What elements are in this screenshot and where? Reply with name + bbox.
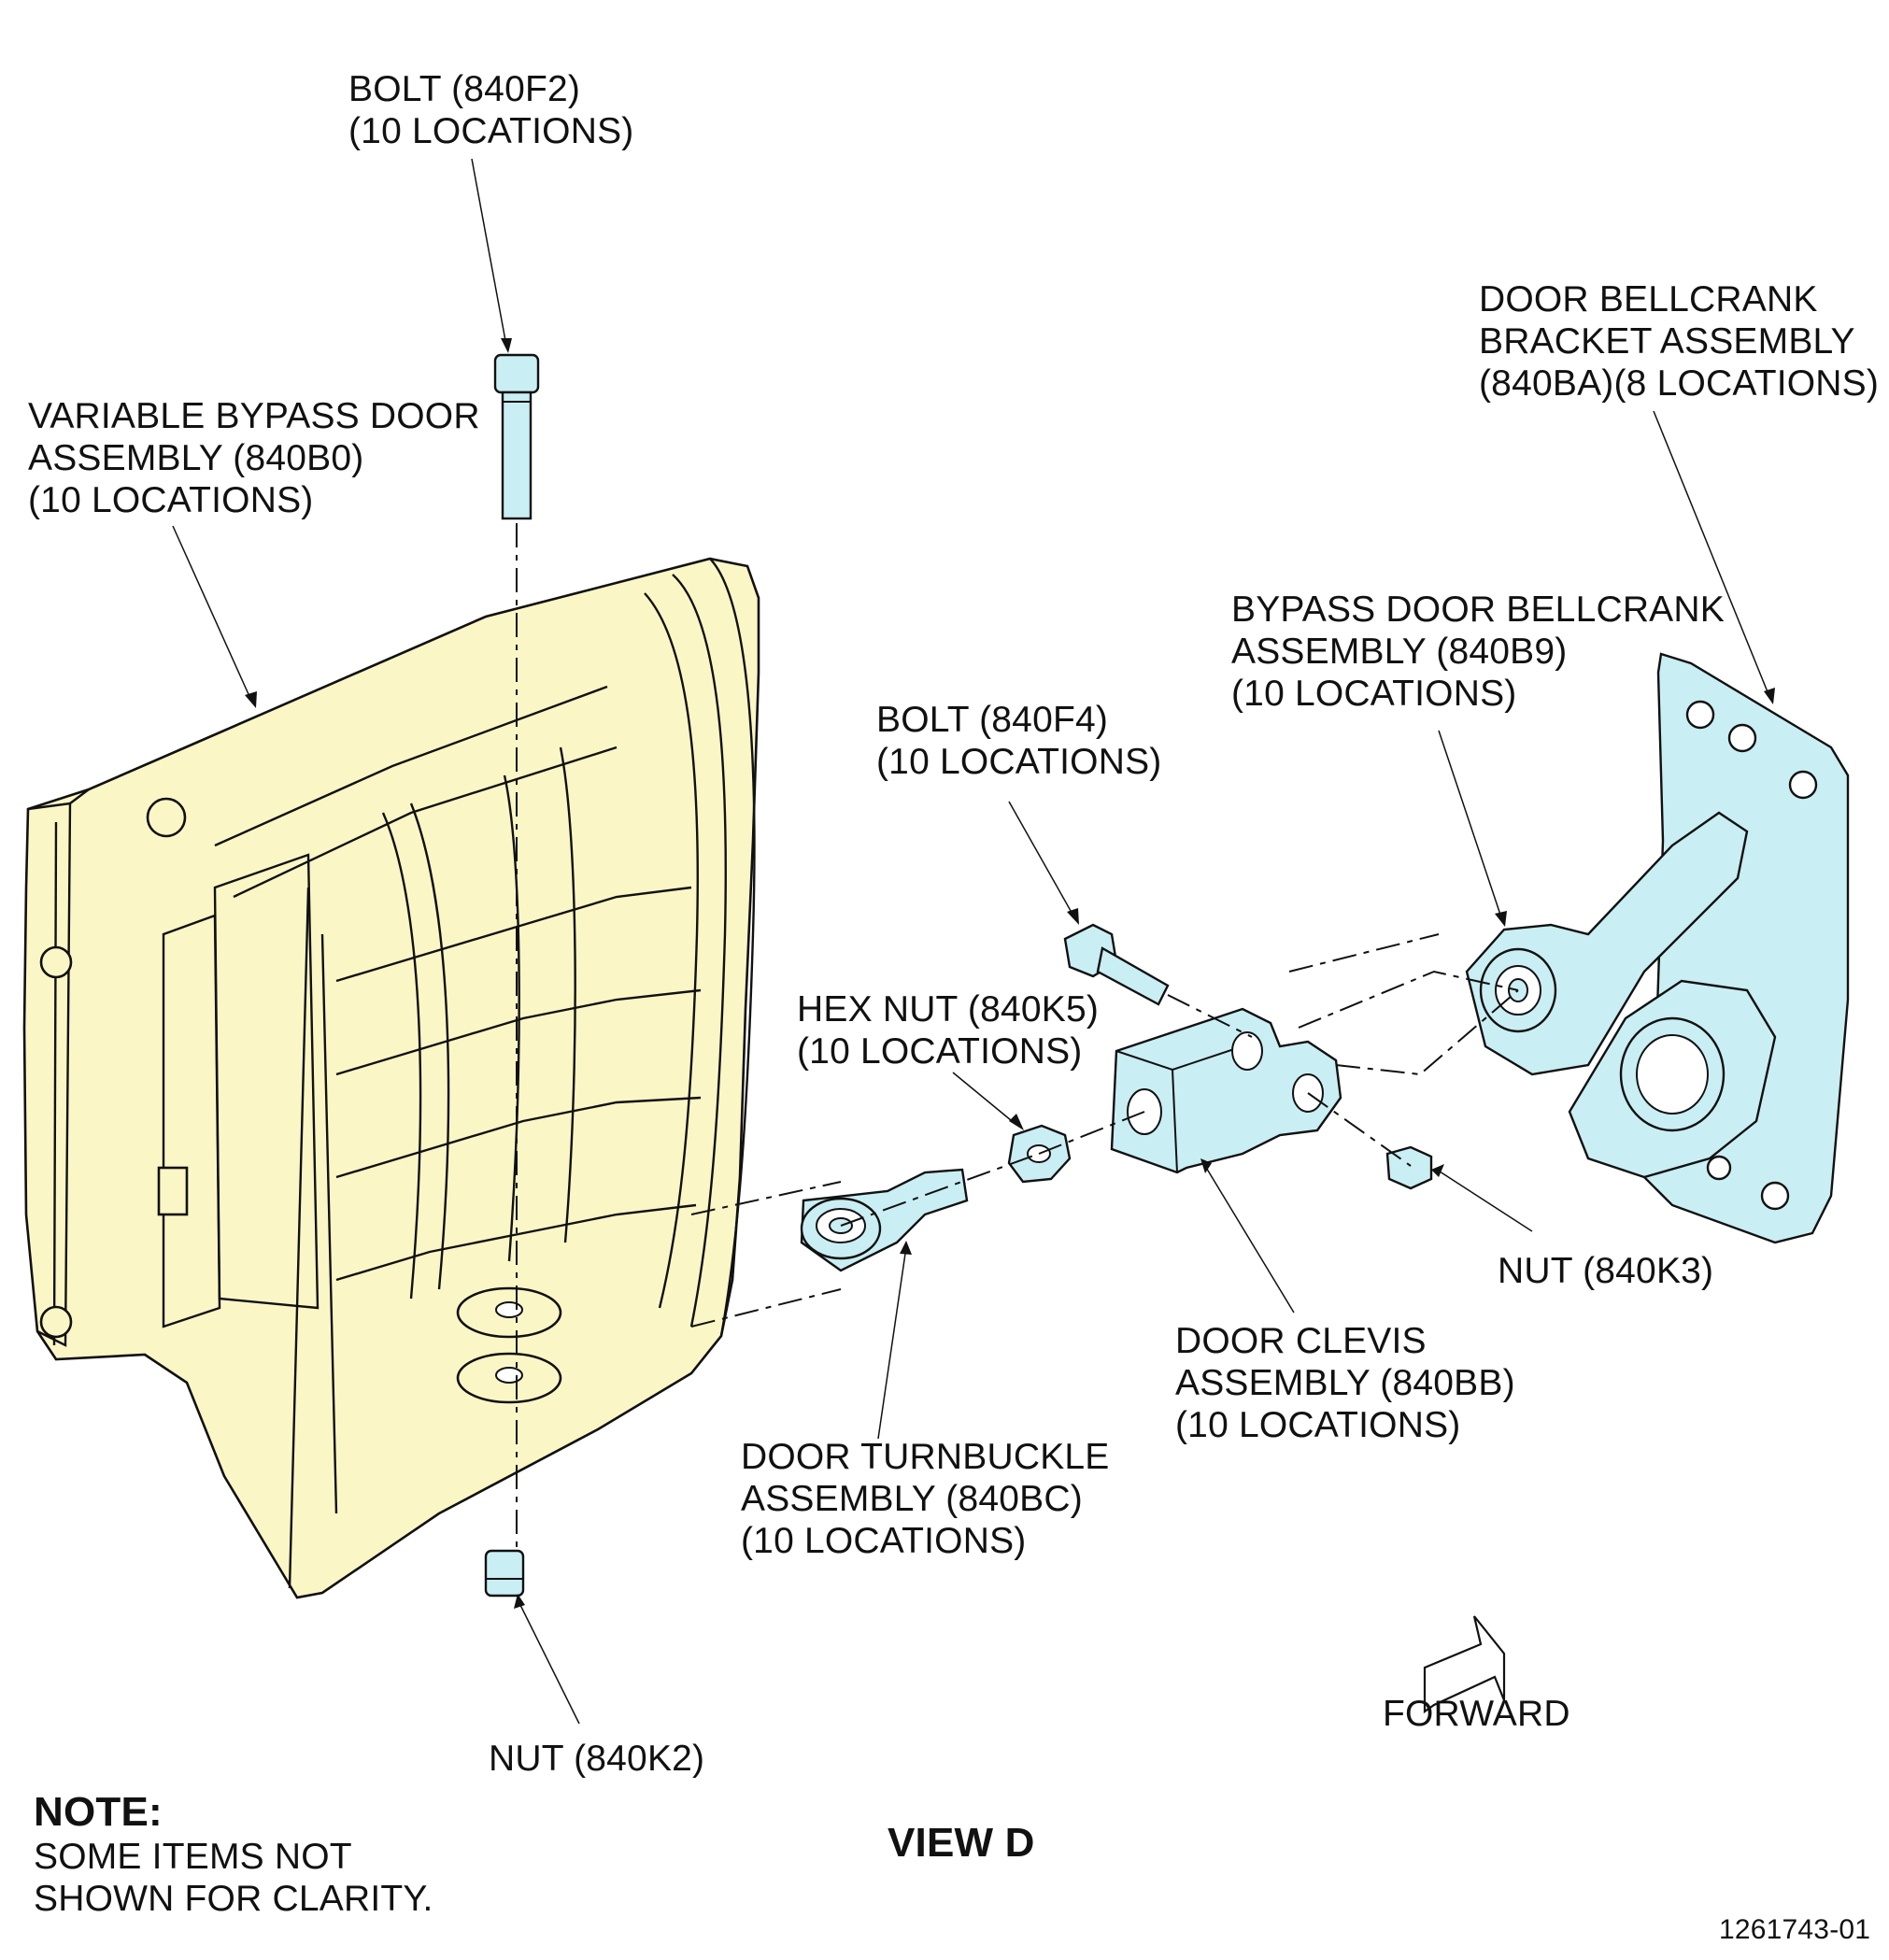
forward-arrow-icon [1423,1615,1506,1714]
label-line: BOLT (840F2) [348,69,581,109]
variable-bypass-door-assembly [22,557,760,1599]
label-line: HEX NUT (840K5) [797,989,1100,1030]
label-line: BYPASS DOOR BELLCRANK [1231,589,1725,630]
label-line: VARIABLE BYPASS DOOR [28,396,480,436]
label-line: BRACKET ASSEMBLY [1479,321,1855,362]
label-line: DOOR CLEVIS [1175,1321,1427,1361]
label-bolt-840f2: BOLT (840F2) (10 LOCATIONS) [348,68,633,152]
label-line: (10 LOCATIONS) [1231,674,1517,714]
label-line: ASSEMBLY (840B9) [1231,632,1568,672]
label-variable-bypass-door: VARIABLE BYPASS DOOR ASSEMBLY (840B0) (1… [28,395,480,521]
bolt-840f2 [493,353,540,520]
assembly-centerlines [516,523,1519,1551]
label-line: (10 LOCATIONS) [1175,1405,1461,1445]
nut-840k2 [484,1549,525,1598]
label-hex-nut-840k5: HEX NUT (840K5) (10 LOCATIONS) [797,988,1099,1072]
note-line: SHOWN FOR CLARITY. [34,1879,433,1919]
note-block: NOTE: SOME ITEMS NOT SHOWN FOR CLARITY. [34,1789,433,1920]
label-line: (840BA)(8 LOCATIONS) [1479,363,1880,404]
label-line: BOLT (840F4) [876,700,1109,740]
label-line: ASSEMBLY (840B0) [28,438,364,478]
label-door-turnbuckle: DOOR TURNBUCKLE ASSEMBLY (840BC) (10 LOC… [741,1436,1110,1562]
label-line: (10 LOCATIONS) [797,1031,1083,1072]
label-door-clevis: DOOR CLEVIS ASSEMBLY (840BB) (10 LOCATIO… [1175,1320,1515,1446]
label-bypass-door-bellcrank: BYPASS DOOR BELLCRANK ASSEMBLY (840B9) (… [1231,589,1725,715]
label-forward: FORWARD [1383,1694,1570,1734]
label-line: (10 LOCATIONS) [741,1521,1027,1561]
note-line: SOME ITEMS NOT [34,1837,352,1877]
label-line: DOOR BELLCRANK [1479,279,1818,320]
note-heading: NOTE: [34,1789,163,1835]
label-line: DOOR TURNBUCKLE [741,1437,1110,1477]
bolt-840f4 [1063,923,1170,1006]
label-line: (10 LOCATIONS) [348,111,634,151]
bypass-door-bellcrank-assembly [1465,811,1777,1179]
label-bolt-840f4: BOLT (840F4) (10 LOCATIONS) [876,699,1161,783]
label-line: NUT (840K2) [489,1739,705,1779]
label-nut-840k3: NUT (840K3) [1498,1250,1713,1292]
figure-id: 1261743-01 [1719,1914,1871,1945]
label-line: (10 LOCATIONS) [876,742,1162,782]
label-line: ASSEMBLY (840BB) [1175,1363,1515,1403]
label-nut-840k2: NUT (840K2) [489,1738,704,1780]
leader-lines [172,158,1775,1725]
view-title: VIEW D [888,1820,1035,1866]
label-line: ASSEMBLY (840BC) [741,1479,1083,1519]
label-line: NUT (840K3) [1498,1251,1714,1291]
label-door-bellcrank-bracket: DOOR BELLCRANK BRACKET ASSEMBLY (840BA)(… [1479,278,1879,405]
door-clevis-assembly [1110,1007,1342,1174]
label-line: (10 LOCATIONS) [28,480,314,520]
